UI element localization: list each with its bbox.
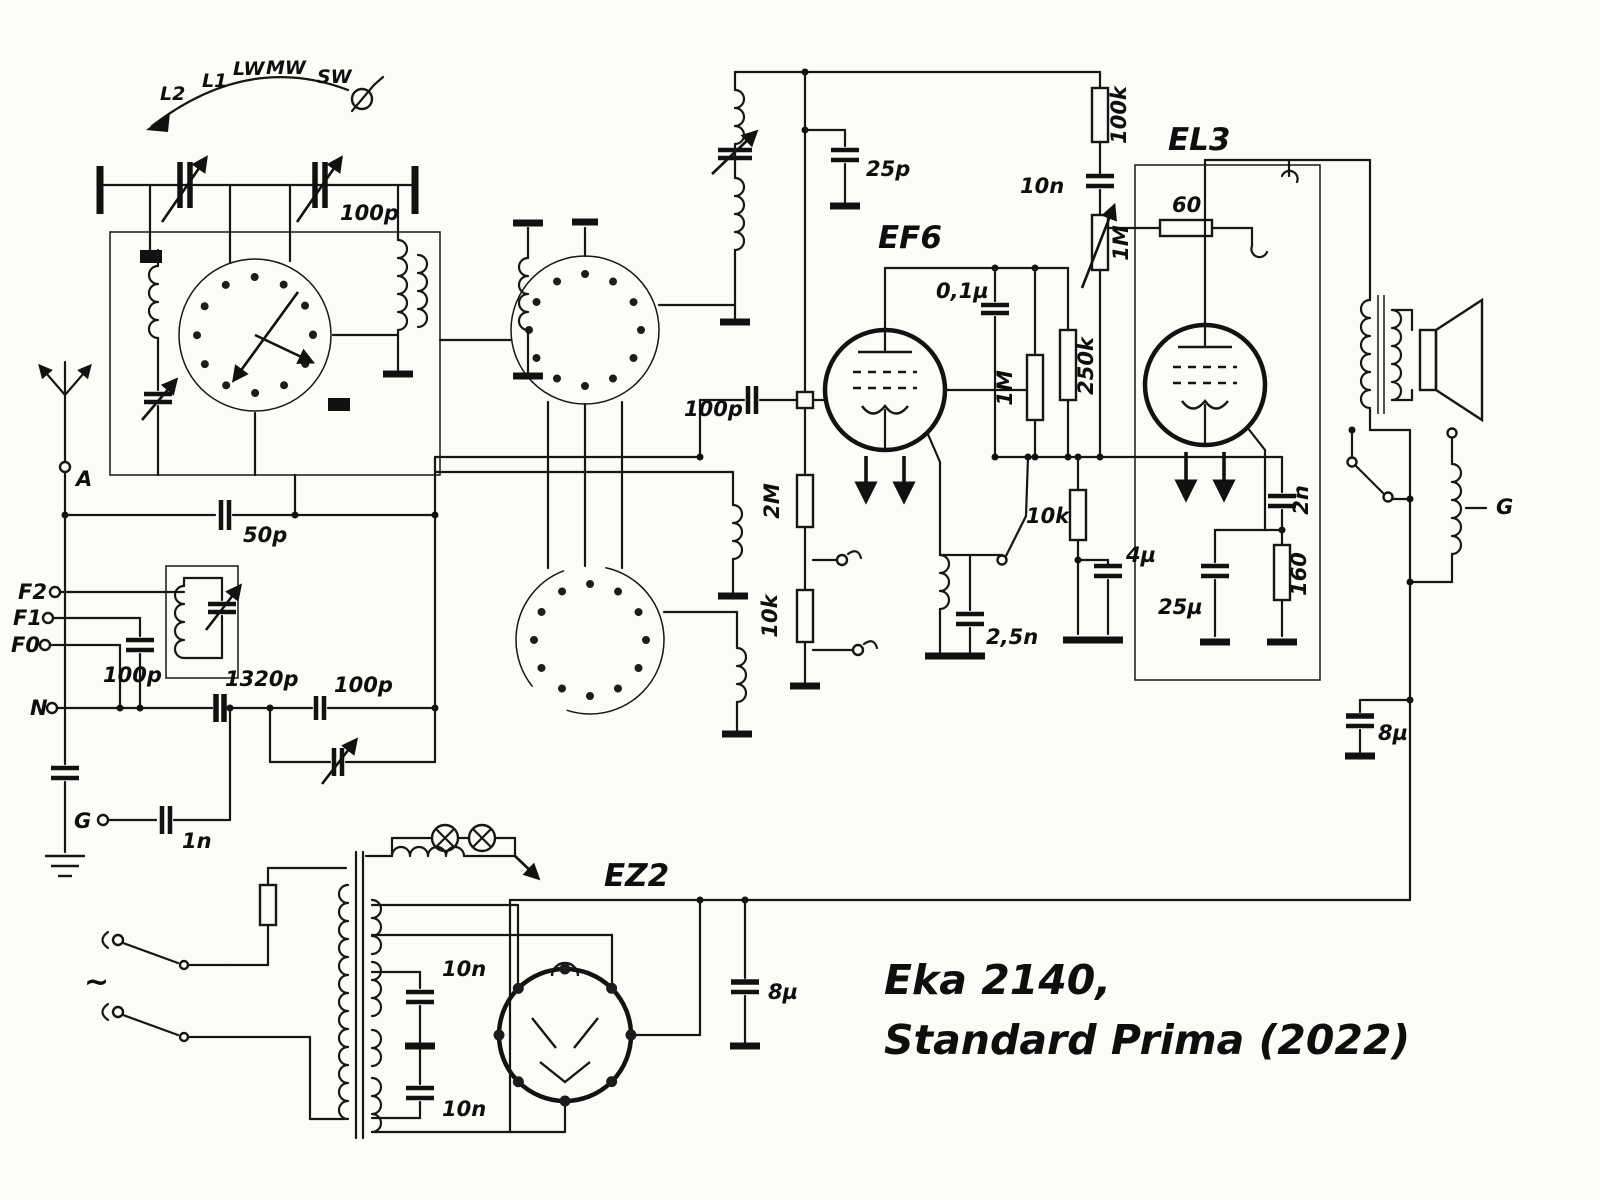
ground-terminal [96,706,232,834]
label-padder: 1320p [225,667,298,691]
label-mains-symbol: ~ [84,965,109,1000]
label-l2: L2 [160,83,185,105]
label-osc-cap: 100p [334,673,393,697]
label-l1: L1 [202,70,227,92]
title-line-2: Standard Prima (2022) [884,1016,1410,1064]
filter-cap-right [1345,696,1414,760]
label-gang-trimmer: 100p [340,201,399,225]
label-el3-cathode-cap: 25µ [1158,595,1203,619]
antenna-input [38,360,437,878]
label-decoupling-cap: 10n [1020,174,1064,198]
label-filter-cap-2: 8µ [1378,721,1408,745]
label-bias-resistor: 10k [1026,504,1071,528]
oscillator-section [38,455,439,785]
label-f0: F0 [11,633,40,657]
label-tone-cap: 2,5n [986,625,1038,649]
label-pickup-coil: G [1496,495,1513,519]
ef6-stage [696,264,1284,690]
label-antenna-terminal: A [74,467,92,491]
label-mains-cap-2: 10n [442,1097,486,1121]
label-antenna-cap: 50p [243,523,287,547]
label-ground-cap: 1n [182,829,212,853]
speaker [1418,297,1484,423]
power-transformer [337,850,614,1140]
dial-arrow [146,75,385,132]
label-lw: LW [233,58,265,80]
label-coupling-cap: 0,1µ [936,279,989,303]
band-switch-3 [433,455,752,738]
label-volume-pot: 1M [1109,225,1133,261]
label-n-terminal: N [30,696,48,720]
supply-chain [1080,70,1162,459]
label-jack-resistor: 10k [758,592,782,637]
label-anode-resistor: 250k [1074,335,1098,395]
label-grid-cap: 100p [684,397,743,421]
label-tube-ez2: EZ2 [604,858,669,894]
label-f2: F2 [18,580,47,604]
label-f-cap: 100p [103,663,162,687]
label-tube-el3: EL3 [1168,122,1231,158]
title-line-1: Eka 2140, [884,956,1111,1004]
band-switch-unit [109,231,441,517]
label-mains-cap-1: 10n [442,957,486,981]
label-screen-resistor: 1M [993,370,1017,406]
label-grid-stopper: 60 [1172,193,1201,217]
mains-filter-caps [370,970,435,1120]
if-transformer [711,68,1102,394]
mains-input [101,866,348,1121]
label-tube-ef6: EF6 [878,220,942,256]
label-ground-terminal: G [74,809,91,833]
pilot-lamps [364,823,541,881]
label-if-trimmer: 25p [866,157,910,181]
filter-cap-main [730,896,760,1050]
label-f1: F1 [13,606,42,630]
label-bias-cap: 4µ [1125,543,1156,567]
el3-stage [1134,158,1321,681]
label-sw: SW [317,66,353,88]
label-el3-cathode-resistor: 160 [1287,552,1311,596]
tuning-gang [96,155,419,264]
output-transformer [1203,158,1414,902]
band-switch-2 [438,218,737,570]
label-mw: MW [266,57,307,79]
label-feedback-cap: 2n [1289,485,1313,515]
label-supply-resistor: 100k [1107,84,1131,144]
label-filter-cap-1: 8µ [768,980,798,1004]
feedback-coil [1346,426,1488,586]
label-grid-resistor: 2M [760,483,784,519]
ez2-rectifier [493,896,1412,1134]
